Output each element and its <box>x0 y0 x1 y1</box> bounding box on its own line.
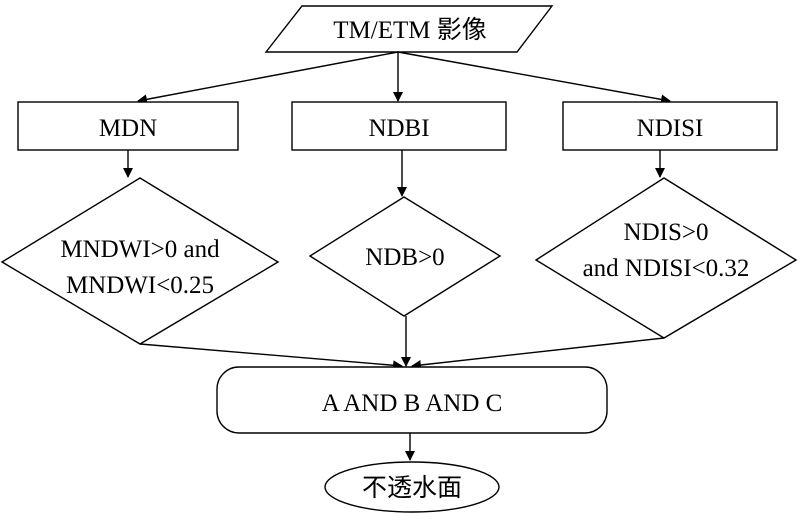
ndisi-condition-line2: and NDISI<0.32 <box>583 255 750 282</box>
input-label: TM/ETM 影像 <box>333 16 486 44</box>
output-node: 不透水面 <box>324 461 500 513</box>
edge-input-to-ndisi <box>397 51 671 105</box>
output-label: 不透水面 <box>362 474 462 502</box>
input-parallelogram <box>264 5 554 53</box>
mndwi-condition-line2: MNDWI<0.25 <box>66 272 214 299</box>
ndbi-label: NDBI <box>368 115 429 142</box>
edge-input-to-mdn <box>137 51 399 105</box>
ndisi-box <box>562 101 778 151</box>
mdn-label: MDN <box>99 115 157 142</box>
ndisi-condition-line1: NDIS>0 <box>624 219 709 246</box>
combine-label: A AND B AND C <box>322 390 503 417</box>
ndb-diamond <box>308 196 502 317</box>
condition-node-ndisi: NDIS>0 and NDISI<0.32 <box>534 177 798 339</box>
index-node-ndbi: NDBI <box>291 101 507 151</box>
condition-node-ndb: NDB>0 <box>308 196 502 317</box>
edge-mndwi-to-combine <box>139 343 403 371</box>
mndwi-condition-line1: MNDWI>0 and <box>60 236 220 263</box>
combine-box <box>216 366 608 434</box>
edge-ndisi-to-combine <box>411 337 665 370</box>
ndisi-label: NDISI <box>637 115 704 142</box>
mdn-box <box>17 101 239 151</box>
ndb-condition-line1: NDB>0 <box>365 244 444 271</box>
output-ellipse <box>324 461 500 513</box>
condition-node-mndwi: MNDWI>0 and MNDWI<0.25 <box>0 177 280 345</box>
index-node-ndisi: NDISI <box>562 101 778 151</box>
input-node: TM/ETM 影像 <box>264 5 554 53</box>
index-node-mdn: MDN <box>17 101 239 151</box>
ndbi-box <box>291 101 507 151</box>
combine-node: A AND B AND C <box>216 366 608 434</box>
